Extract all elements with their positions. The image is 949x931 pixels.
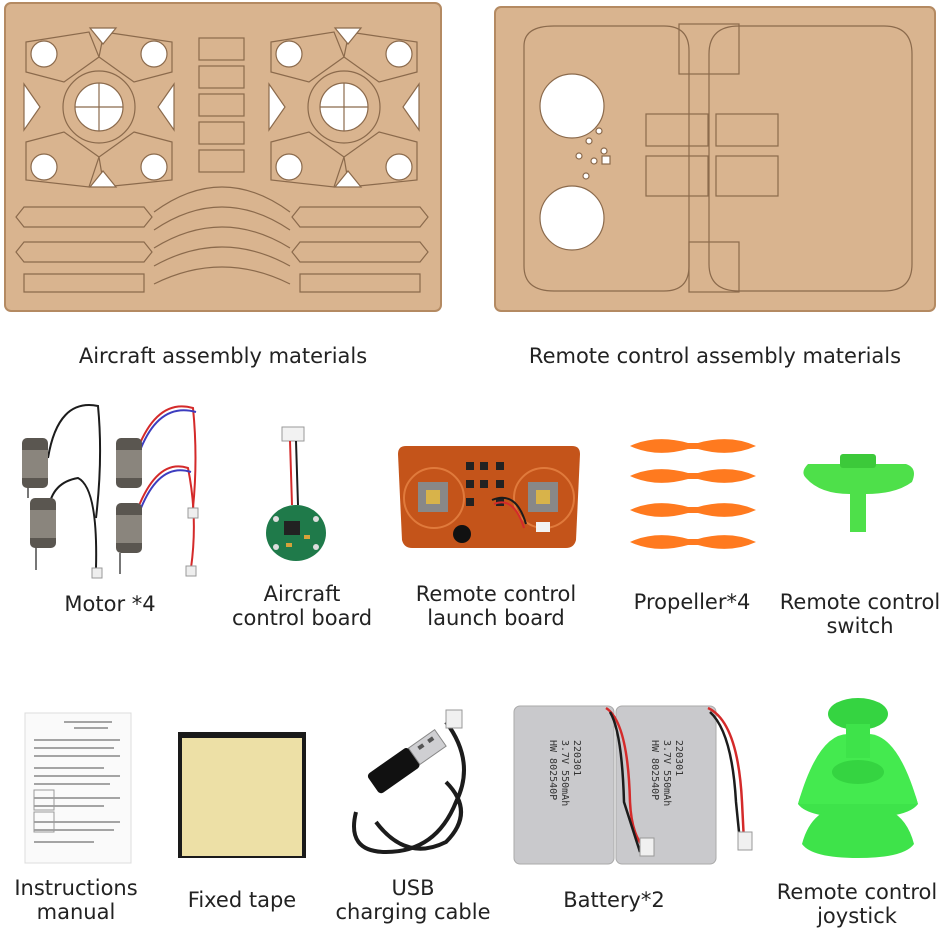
launch-board-image xyxy=(396,440,582,552)
aircraft-control-board-caption: Aircraft control board xyxy=(231,582,373,630)
motors-image xyxy=(8,398,208,583)
remote-plywood-board xyxy=(494,6,936,312)
battery-label-capacity: 3.7V 550mAh xyxy=(559,740,570,806)
tape-caption: Fixed tape xyxy=(187,888,297,912)
battery-label-date-2: 220301 xyxy=(673,740,684,776)
aircraft-control-board-image xyxy=(262,425,332,565)
battery-image: HW 802540P 3.7V 550mAh 220301 HW 802540P… xyxy=(510,702,760,866)
usb-cable-image xyxy=(346,702,486,868)
remote-board-caption: Remote control assembly materials xyxy=(528,344,902,368)
aircraft-plywood-board xyxy=(4,2,442,312)
aircraft-board-caption: Aircraft assembly materials xyxy=(78,344,368,368)
battery-label-model-2: HW 802540P xyxy=(649,740,660,800)
usb-caption: USB charging cable xyxy=(335,876,491,924)
switch-image xyxy=(796,452,922,534)
manual-caption: Instructions manual xyxy=(14,876,138,924)
launch-board-caption: Remote control launch board xyxy=(415,582,577,630)
fixed-tape-image xyxy=(178,732,306,858)
switch-caption: Remote control switch xyxy=(779,590,941,638)
propeller-caption: Propeller*4 xyxy=(633,590,751,614)
battery-label-model: HW 802540P xyxy=(547,740,558,800)
joystick-caption: Remote control joystick xyxy=(776,880,938,928)
instructions-manual-image xyxy=(24,712,132,864)
battery-caption: Battery*2 xyxy=(563,888,665,912)
joystick-image xyxy=(788,694,928,860)
propellers-image xyxy=(626,432,760,558)
battery-label-date: 220301 xyxy=(571,740,582,776)
battery-label-capacity-2: 3.7V 550mAh xyxy=(661,740,672,806)
motor-caption: Motor *4 xyxy=(64,592,156,616)
